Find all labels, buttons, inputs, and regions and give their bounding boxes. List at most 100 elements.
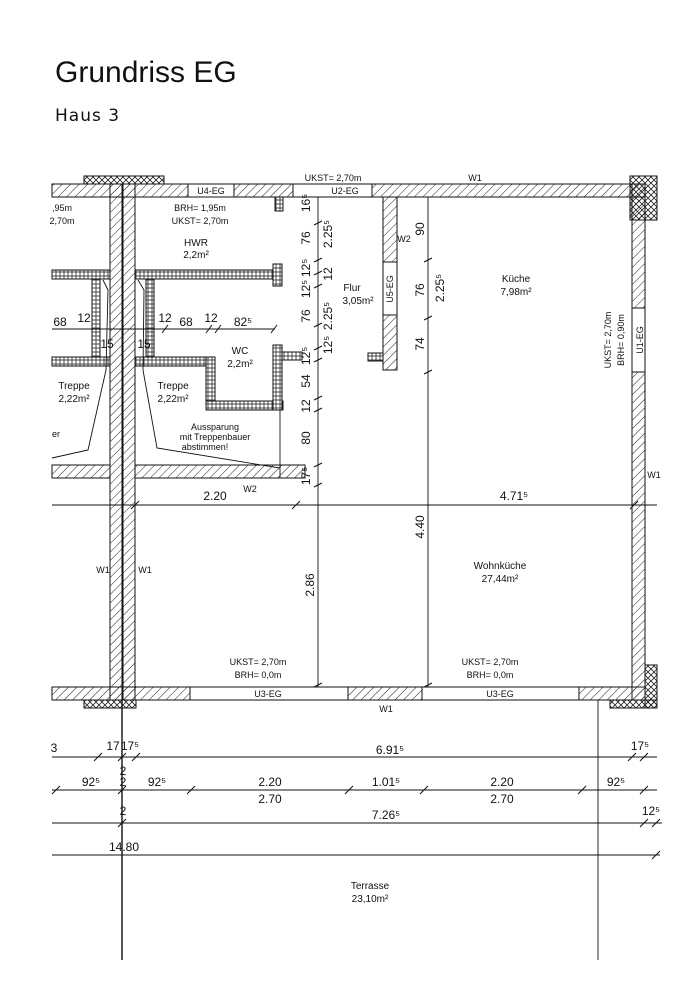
dim-text: 92⁵ — [607, 775, 625, 789]
label-bottom1-ukst: UKST= 2,70m — [230, 657, 287, 667]
label-ukst-top: UKST= 2,70m — [305, 173, 362, 183]
dim-text: 92⁵ — [82, 775, 100, 789]
label-aussparung-3: abstimmen! — [182, 442, 229, 452]
page-subtitle: Haus 3 — [55, 106, 121, 126]
dim-text: 12 — [77, 311, 91, 325]
dim-text: 68 — [179, 315, 193, 329]
dim-text: 12⁵ — [299, 347, 313, 365]
label-u3-left: U3-EG — [254, 689, 282, 699]
dim-text: 74 — [413, 337, 427, 351]
label-w1-top: W1 — [468, 173, 482, 183]
label-hwr-ukst: UKST= 2,70m — [172, 216, 229, 226]
wall-right — [631, 183, 646, 701]
room-area-hwr: 2,2m² — [183, 250, 209, 261]
dim-text: 2.25⁵ — [433, 274, 447, 302]
label-w2-flur: W2 — [397, 234, 411, 244]
room-name-treppe-right: Treppe — [157, 381, 189, 392]
dim-text: 2.20 — [258, 775, 282, 789]
label-bottom2-brh: BRH= 0,0m — [467, 670, 514, 680]
dim-text: 12 — [204, 311, 218, 325]
label-bottom2-ukst: UKST= 2,70m — [462, 657, 519, 667]
wall-w2-mid-right — [134, 464, 306, 479]
dim-text: 17⁵ — [299, 467, 313, 485]
room-name-hwr: HWR — [184, 238, 208, 249]
dim-text: 12⁵ — [642, 804, 660, 818]
dim-text: 3 — [51, 741, 58, 755]
dim-text: 15 — [137, 337, 151, 351]
label-left-ukst: 2,70m — [49, 216, 74, 226]
window-u4[interactable] — [187, 183, 235, 198]
room-area-kueche: 7,98m² — [500, 287, 532, 298]
window-u2[interactable] — [292, 183, 373, 198]
insulation-bottom-left — [83, 699, 137, 709]
masonry-walls — [51, 196, 384, 411]
dim-text: 1.01⁵ — [372, 775, 400, 789]
dim-text: 12⁵ — [299, 280, 313, 298]
dim-text: 12⁵ — [321, 336, 335, 354]
window-u5[interactable] — [382, 261, 398, 316]
room-area-wc: 2,2m² — [227, 359, 253, 370]
stair-outlines — [51, 279, 281, 478]
label-w1-bottom: W1 — [379, 704, 393, 714]
page-title: Grundriss EG — [55, 56, 237, 89]
dim-text: 2.25⁵ — [321, 220, 335, 248]
dim-text: 12⁵ — [299, 259, 313, 277]
party-wall-left — [109, 183, 123, 701]
window-u3-left[interactable] — [189, 686, 349, 701]
label-u2: U2-EG — [331, 186, 359, 196]
dim-text: 17⁵ — [121, 739, 139, 753]
label-u1: U1-EG — [635, 326, 645, 354]
party-wall-right — [122, 183, 136, 701]
dim-text: 2.20 — [490, 775, 514, 789]
dim-text: 12 — [299, 399, 313, 413]
dim-text: 54 — [299, 374, 313, 388]
label-w1-left-a: W1 — [96, 565, 110, 575]
window-u3-right[interactable] — [421, 686, 580, 701]
label-bottom1-brh: BRH= 0,0m — [235, 670, 282, 680]
dimension-lines — [51, 197, 662, 960]
label-kueche-brh: BRH= 0,90m — [616, 314, 626, 366]
dim-text: 2.25⁵ — [321, 302, 335, 330]
label-w1-right: W1 — [647, 470, 661, 480]
room-name-kueche: Küche — [502, 274, 531, 285]
dim-text: 2 — [120, 775, 127, 789]
room-area-flur: 3,05m² — [342, 296, 374, 307]
dim-text: 92⁵ — [148, 775, 166, 789]
label-hwr-brh: BRH= 1,95m — [174, 203, 226, 213]
label-w2-mid: W2 — [243, 484, 257, 494]
dim-text: 7.26⁵ — [372, 808, 400, 822]
label-u5: U5-EG — [385, 275, 395, 303]
dim-text: 76 — [299, 309, 313, 323]
label-left-brh: ,95m — [52, 203, 72, 213]
dim-text: 4.40 — [413, 515, 427, 539]
insulation-top-left — [83, 175, 165, 185]
dim-text: 2 — [120, 764, 127, 778]
dim-text: 2.70 — [490, 792, 514, 806]
dim-text: 17⁵ — [631, 739, 649, 753]
label-aussparung-1: Aussparung — [191, 422, 239, 432]
dim-text: 90 — [413, 222, 427, 236]
room-area-treppe-right: 2,22m² — [157, 394, 189, 405]
room-area-terrasse: 23,10m² — [352, 894, 389, 905]
room-name-flur: Flur — [343, 283, 361, 294]
dim-text: 76 — [413, 283, 427, 297]
dim-text: 12 — [158, 311, 172, 325]
dim-text: 2.20 — [203, 489, 227, 503]
dim-text: 6.91⁵ — [376, 743, 404, 757]
dim-text: 16⁵ — [299, 194, 313, 212]
room-area-wohnkueche: 27,44m² — [482, 574, 519, 585]
label-u3-right: U3-EG — [486, 689, 514, 699]
room-name-terrasse: Terrasse — [351, 881, 390, 892]
label-aussparung-2: mit Treppenbauer — [180, 432, 251, 442]
dim-text: 17 — [106, 739, 120, 753]
dim-text: 68 — [53, 315, 67, 329]
dim-text: 12 — [321, 267, 335, 281]
window-u1[interactable] — [631, 307, 646, 373]
dim-text: 2.70 — [258, 792, 282, 806]
label-w1-left-b: W1 — [138, 565, 152, 575]
room-area-treppe-left: 2,22m² — [58, 394, 90, 405]
label-kueche-ukst: UKST= 2,70m — [603, 312, 613, 369]
label-left-cut: er — [52, 429, 60, 439]
dim-text-total: 14.80 — [109, 840, 139, 854]
